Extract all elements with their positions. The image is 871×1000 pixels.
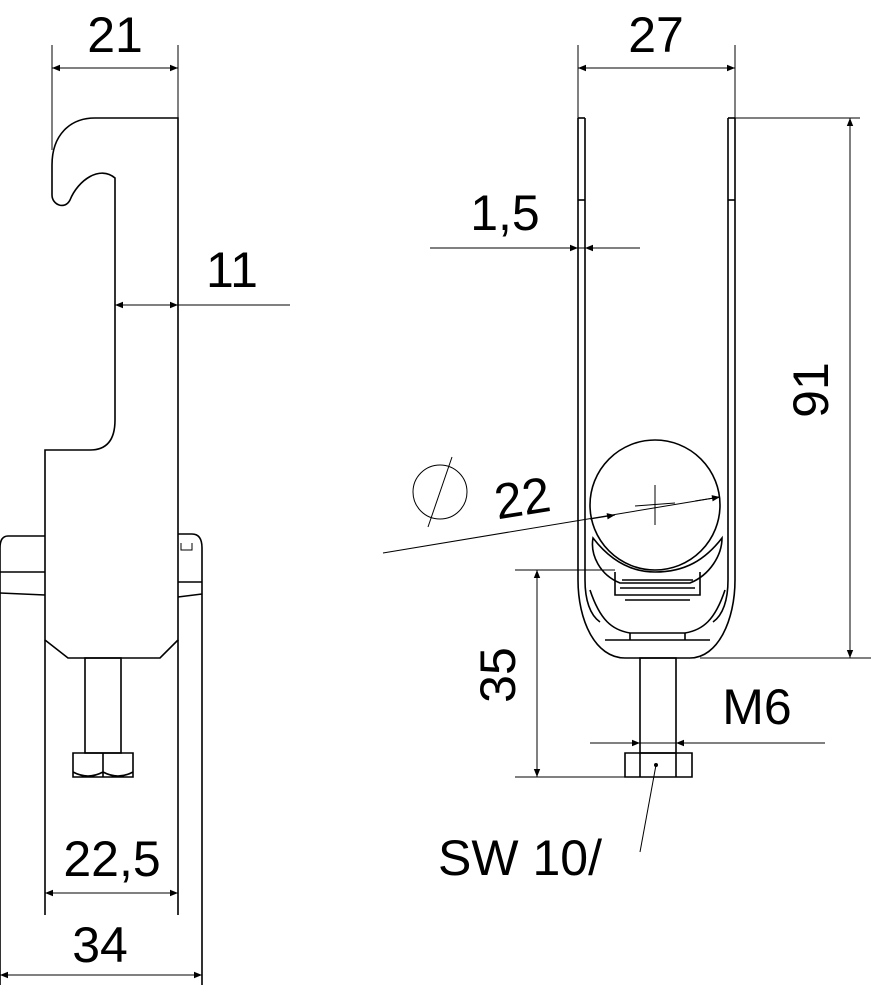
- hook-body: [44, 117, 179, 659]
- bolt-shaft: [84, 657, 122, 754]
- dim-label-21: 21: [87, 7, 143, 63]
- dim-label-35: 35: [470, 647, 526, 703]
- leader-line-sw: [639, 764, 657, 853]
- band-left: [0, 535, 45, 985]
- front-view: 27 1,5 91 22 35: [382, 7, 871, 886]
- u-clip-outer: [577, 118, 736, 659]
- label-sw: SW 10/: [438, 830, 602, 886]
- dim-label-m6: M6: [722, 679, 791, 735]
- dim-line-22: [382, 496, 721, 554]
- dim-label-1-5: 1,5: [470, 185, 540, 241]
- nut-front: [624, 752, 693, 778]
- dim-label-22-5: 22,5: [63, 831, 160, 887]
- dim-label-34: 34: [72, 917, 128, 973]
- u-clip-inner: [584, 118, 729, 623]
- dim-label-27: 27: [628, 7, 684, 63]
- dim-label-91: 91: [783, 362, 839, 418]
- band-right: [178, 533, 203, 985]
- dim-label-22: 22: [490, 466, 554, 530]
- bolt-shaft-front: [639, 657, 677, 754]
- cable-circle: [589, 439, 721, 571]
- side-view: 21 11 22,5 34: [0, 7, 290, 985]
- nut: [72, 752, 134, 778]
- dim-label-11: 11: [206, 242, 258, 298]
- cradle: [591, 535, 723, 584]
- diameter-icon: [412, 456, 468, 528]
